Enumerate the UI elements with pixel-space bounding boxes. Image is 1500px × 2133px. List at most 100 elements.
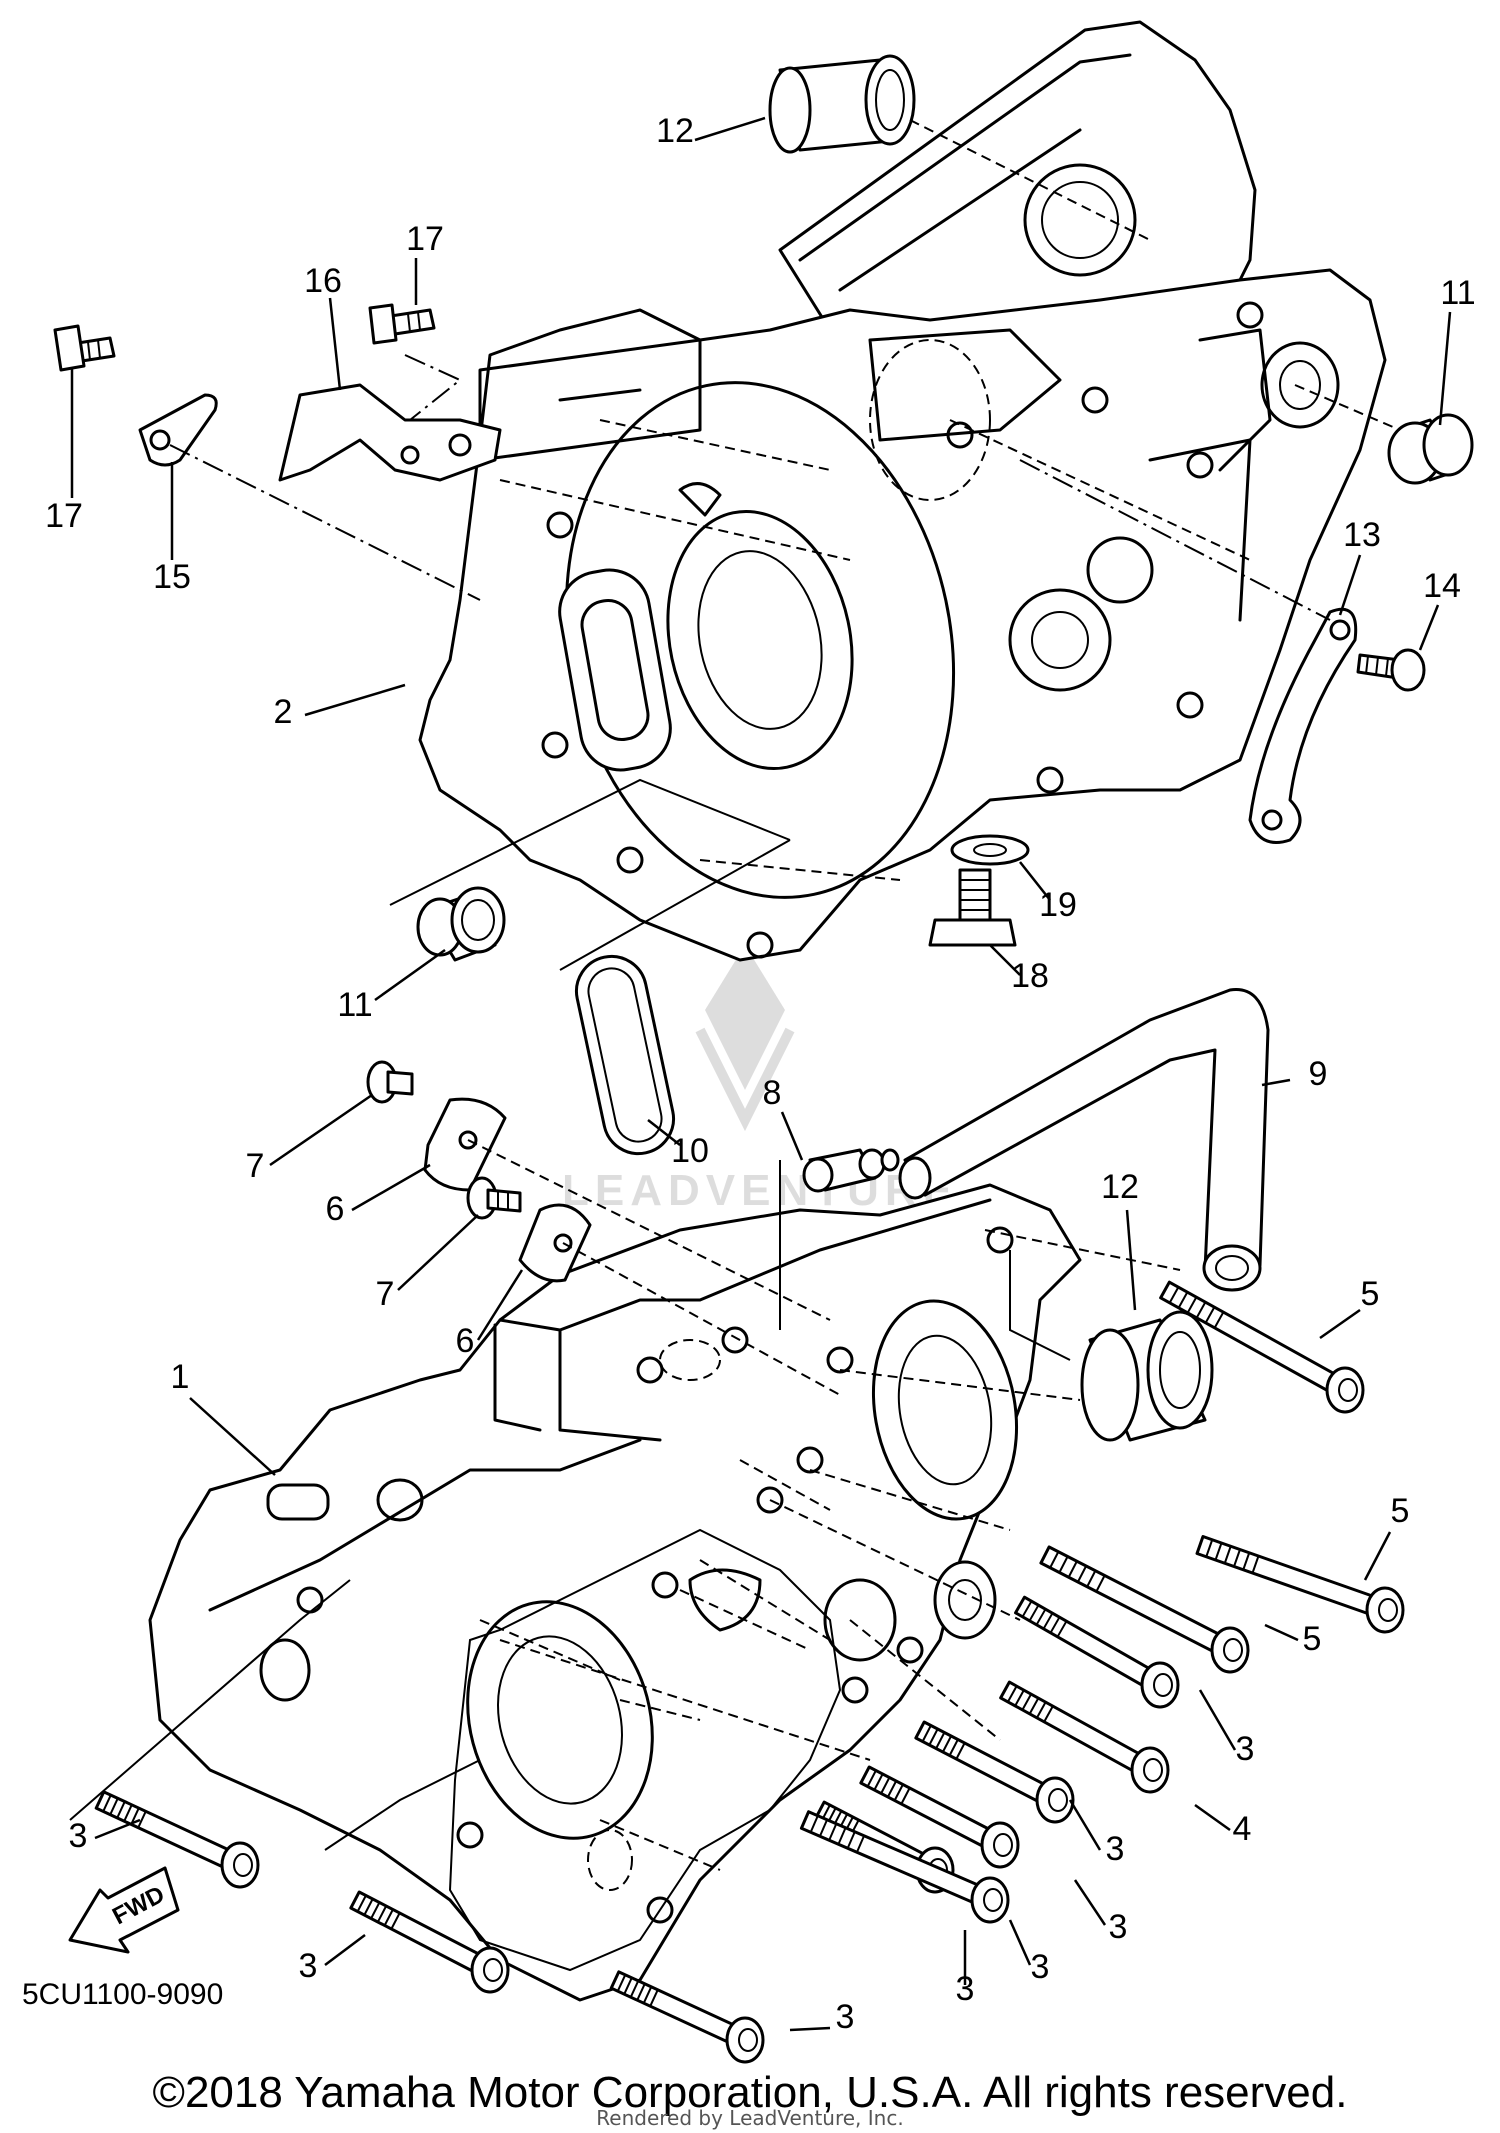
callout-label-17: 17 [45, 497, 83, 535]
svg-text:LEADVENTURE: LEADVENTURE [562, 1166, 958, 1215]
part-11-bearing-left [416, 886, 506, 962]
callout-label-17: 17 [406, 220, 444, 258]
callout-label-5: 5 [1361, 1275, 1380, 1313]
callout-leader-12 [1125, 1209, 1137, 1311]
bolt-10 [94, 1790, 260, 1889]
bolt-1 [1159, 1280, 1365, 1414]
callout-leader-7 [397, 1214, 479, 1291]
callout-label-8: 8 [763, 1074, 782, 1112]
part-12-bearing-top [768, 54, 916, 154]
callout-label-13: 13 [1343, 516, 1381, 554]
callout-label-3: 3 [1106, 1830, 1125, 1868]
part-14-screw [1356, 648, 1426, 692]
callout-label-1: 1 [171, 1358, 190, 1396]
callout-leader-5 [1363, 1531, 1392, 1581]
bolt-2 [1195, 1535, 1405, 1634]
callout-label-5: 5 [1303, 1620, 1322, 1658]
document-code: 5CU1100-9090 [22, 1978, 224, 2011]
callout-leader-11 [374, 948, 446, 1002]
part-18-drain-plug [928, 868, 1017, 947]
callout-label-19: 19 [1039, 886, 1077, 924]
part-19-washer [950, 834, 1030, 866]
callout-label-12: 12 [656, 112, 694, 150]
part-6-guide-upper [423, 1097, 507, 1192]
callout-label-5: 5 [1391, 1492, 1410, 1530]
bolt-5 [999, 1680, 1170, 1794]
callout-leader-3 [94, 1818, 141, 1840]
callout-label-7: 7 [376, 1275, 395, 1313]
callout-label-16: 16 [304, 262, 342, 300]
callout-leader-3 [1198, 1689, 1237, 1751]
render-credit: Rendered by LeadVenture, Inc. [596, 2106, 904, 2130]
callout-leader-6 [476, 1269, 524, 1341]
bolt-group [94, 1280, 1405, 2064]
bolt-3 [1039, 1545, 1250, 1674]
part-7-screw-lower [466, 1176, 522, 1220]
callout-label-2: 2 [274, 693, 293, 731]
part-13-retainer-plate [1248, 607, 1358, 844]
callout-label-3: 3 [69, 1817, 88, 1855]
callout-leader-6 [351, 1163, 431, 1212]
callout-label-3: 3 [1236, 1730, 1255, 1768]
bolt-7 [859, 1765, 1020, 1869]
callout-leader-9 [1261, 1078, 1291, 1087]
callout-leader-12 [694, 116, 766, 142]
callout-leader-5 [1264, 1623, 1299, 1642]
callout-leader-3 [324, 1934, 366, 1966]
callout-label-11: 11 [337, 986, 372, 1024]
callout-label-11: 11 [1440, 274, 1475, 312]
part-16-bracket [278, 383, 502, 482]
callout-label-7: 7 [246, 1147, 265, 1185]
part-9-breather-pipe [898, 988, 1270, 1292]
callout-leader-2 [304, 683, 406, 717]
part-7-screw-upper [366, 1060, 414, 1104]
part-10-o-ring [574, 954, 676, 1156]
bolt-11 [349, 1890, 510, 1994]
callout-leader-3 [1008, 1919, 1032, 1966]
bolt-6 [914, 1720, 1075, 1824]
callout-leader-8 [780, 1111, 804, 1161]
bolt-9 [799, 1810, 1010, 1924]
callout-leader-1 [189, 1397, 276, 1476]
callout-label-3: 3 [956, 1970, 975, 2008]
bolt-4 [1014, 1595, 1180, 1709]
copyright-notice: ©2018 Yamaha Motor Corporation, U.S.A. A… [152, 2068, 1348, 2117]
leadventure-watermark: LEADVENTURE [562, 945, 958, 1215]
callout-leader-16 [328, 297, 342, 391]
callout-leader-3 [789, 2026, 831, 2032]
callout-label-15: 15 [153, 558, 191, 596]
callout-label-3: 3 [299, 1947, 318, 1985]
callout-label-9: 9 [1309, 1055, 1328, 1093]
callout-leader-5 [1319, 1308, 1361, 1340]
part-12-bearing-lower [1080, 1310, 1214, 1442]
callout-label-14: 14 [1423, 567, 1461, 605]
part-15-plate [138, 393, 218, 467]
callout-leader-4 [1194, 1803, 1231, 1832]
callout-label-3: 3 [1031, 1948, 1050, 1986]
crankcase-right-half [418, 20, 1387, 962]
callout-leader-11 [1438, 311, 1452, 426]
crankcase-left-half [148, 1183, 1082, 2002]
callout-label-10: 10 [671, 1132, 709, 1170]
callout-label-4: 4 [1233, 1810, 1252, 1848]
callout-leader-3 [1073, 1879, 1107, 1926]
part-17-bolt-left [53, 324, 116, 372]
part-6-guide-lower [518, 1203, 592, 1283]
bolt-12 [609, 1970, 765, 2064]
callout-label-12: 12 [1101, 1168, 1139, 1206]
callout-leader-3 [1068, 1799, 1102, 1851]
callout-label-6: 6 [456, 1322, 475, 1360]
callout-leaders [70, 116, 1452, 2032]
fwd-direction-arrow: FWD [68, 1866, 180, 1954]
callout-label-3: 3 [1109, 1908, 1128, 1946]
callout-leader-13 [1338, 554, 1362, 616]
callout-label-3: 3 [836, 1998, 855, 2036]
part-11-bearing-right [1387, 413, 1474, 485]
callout-label-6: 6 [326, 1190, 345, 1228]
callout-leader-10 [647, 1119, 681, 1146]
callout-leader-14 [1418, 604, 1440, 651]
callout-label-18: 18 [1011, 957, 1049, 995]
